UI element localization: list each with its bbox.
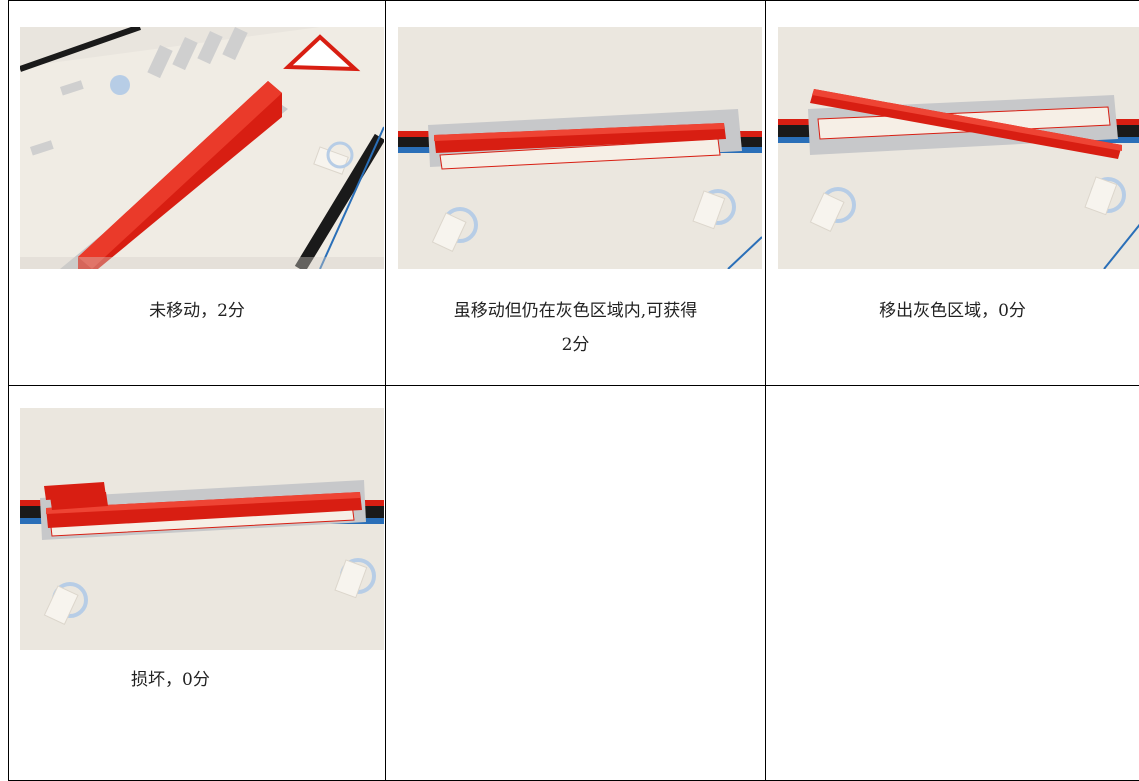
cell-broken: 损坏，0分 <box>9 386 386 781</box>
cell-moved-inside: 虽移动但仍在灰色区域内,可获得 2分 <box>386 1 766 386</box>
table-row: 未移动，2分 <box>9 1 1139 386</box>
cell-empty <box>766 386 1139 781</box>
caption-broken: 损坏，0分 <box>131 664 210 696</box>
caption-moved-out: 移出灰色区域，0分 <box>766 295 1139 327</box>
cell-not-moved: 未移动，2分 <box>9 1 386 386</box>
caption-moved-inside-line2: 2分 <box>386 329 765 361</box>
photo-not-moved <box>20 27 384 269</box>
photo-broken <box>20 408 384 650</box>
scoring-table: 未移动，2分 <box>8 0 1139 781</box>
photo-moved-inside <box>398 27 762 269</box>
table-row: 损坏，0分 <box>9 386 1139 781</box>
caption-not-moved: 未移动，2分 <box>9 295 385 327</box>
cell-empty <box>386 386 766 781</box>
cell-moved-out: 移出灰色区域，0分 <box>766 1 1139 386</box>
caption-moved-inside-line1: 虽移动但仍在灰色区域内,可获得 <box>386 295 765 327</box>
photo-moved-out <box>778 27 1139 269</box>
